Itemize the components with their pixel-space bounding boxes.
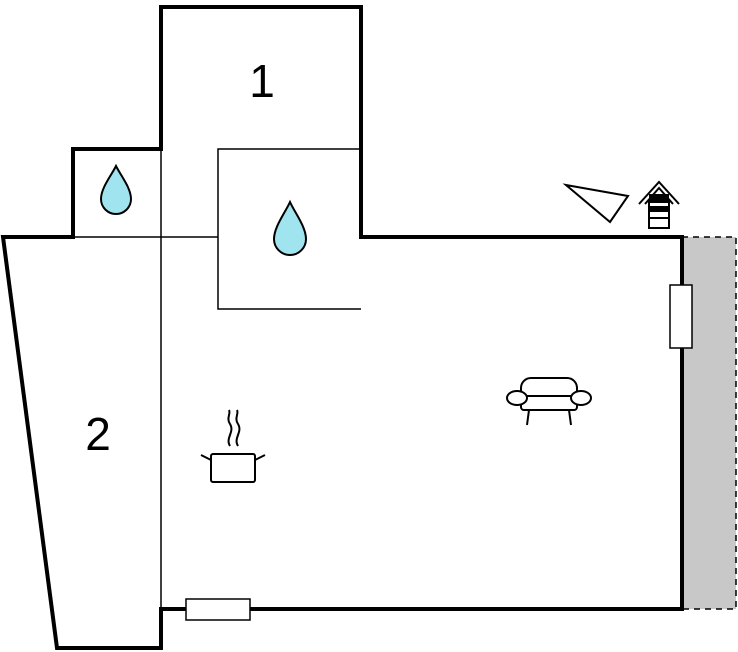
cooking-pot-icon — [200, 409, 266, 483]
entrance-icon — [638, 180, 680, 229]
window-right — [669, 284, 693, 349]
bathroom-outline — [217, 148, 361, 310]
water-drop-icon — [272, 199, 308, 256]
outer-walls — [0, 5, 684, 650]
water-drop-icon — [99, 163, 133, 215]
sofa-icon — [506, 377, 592, 426]
compass-arrow-icon — [562, 183, 630, 224]
window-bottom — [185, 598, 251, 621]
room-label-2: 2 — [85, 408, 111, 460]
room-label-1: 1 — [249, 55, 275, 107]
balcony-dashed-outline — [682, 236, 737, 610]
